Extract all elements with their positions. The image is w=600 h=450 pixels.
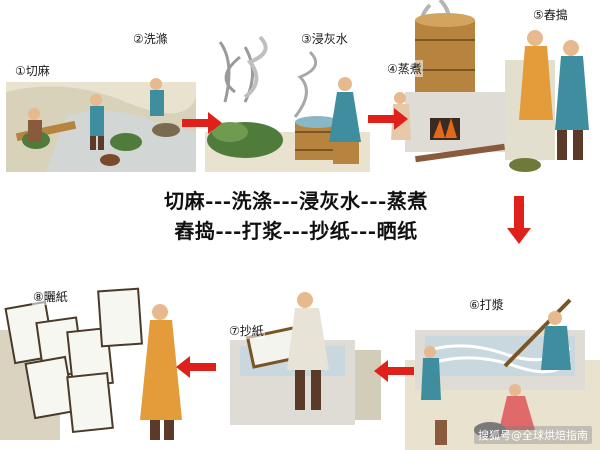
illustration-beating-pulp (395, 290, 600, 450)
illustration-sheet-forming (225, 290, 385, 440)
arrow-right-icon (368, 108, 408, 130)
step-label-cut-hemp: ①切麻 (14, 62, 51, 79)
arrow-right-icon (182, 112, 222, 134)
illustration-drying-paper (0, 270, 215, 445)
process-summary: 切麻---洗涤---浸灰水---蒸煮 舂捣---打浆---抄纸---晒纸 (96, 186, 496, 246)
step-label-wash: ②洗滌 (132, 30, 169, 47)
step-label-drying: ⑧曬紙 (32, 288, 69, 305)
illustration-steaming-pounding (385, 0, 600, 180)
step-label-beating: ⑥打漿 (468, 296, 505, 313)
step-label-pounding: ⑤舂搗 (532, 6, 569, 23)
illustration-cutting-hemp (6, 22, 196, 172)
arrow-down-icon (507, 196, 531, 244)
illustration-lime-soaking (205, 22, 370, 172)
process-line-1: 切麻---洗涤---浸灰水---蒸煮 (164, 189, 428, 213)
arrow-left-icon (176, 356, 216, 378)
step-label-steaming: ④蒸煮 (386, 60, 423, 77)
step-label-lime-soak: ③浸灰水 (300, 30, 349, 47)
process-line-2: 舂捣---打浆---抄纸---晒纸 (174, 219, 418, 243)
step-label-sheet-forming: ⑦抄紙 (228, 322, 265, 339)
arrow-left-icon (374, 360, 414, 382)
watermark: 搜狐号@全球烘焙指南 (474, 426, 592, 444)
